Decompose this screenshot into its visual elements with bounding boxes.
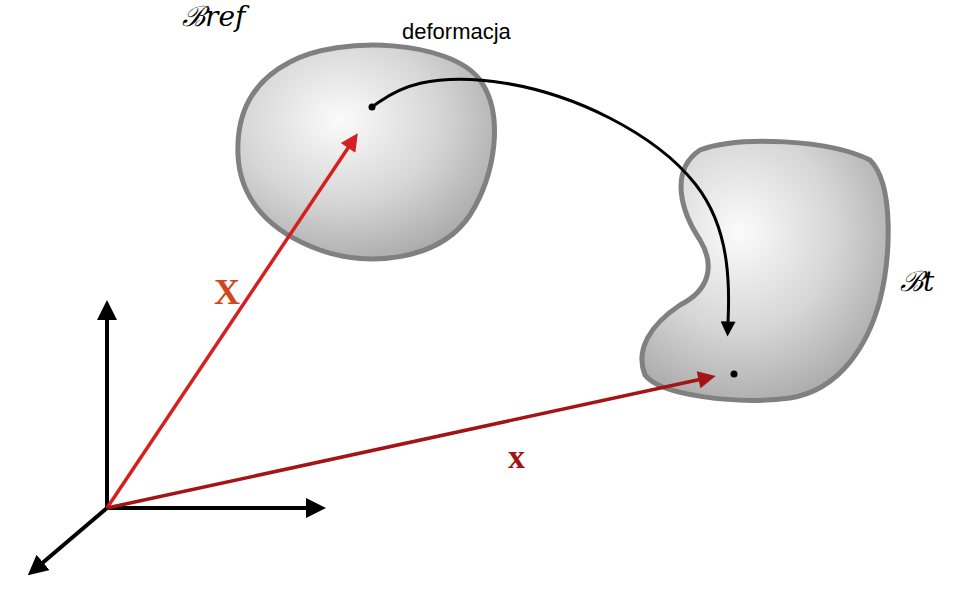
- material-point: [369, 104, 376, 111]
- coordinate-axes: [40, 316, 310, 565]
- blob-outline: [638, 135, 896, 407]
- body-region: ℬt: [638, 135, 896, 407]
- vector-label: X: [214, 274, 240, 310]
- deformation-arrow: [372, 79, 729, 323]
- axis-right: [107, 506, 310, 510]
- configuration-label: ℬt: [900, 267, 934, 298]
- blob-shape: [642, 141, 888, 400]
- configuration-label: ℬref: [182, 2, 245, 33]
- edge-label: deformacja: [402, 20, 511, 44]
- axis-up: [105, 316, 109, 508]
- material-point: [731, 371, 738, 378]
- current-position-vector: [107, 379, 702, 508]
- reference-position-vector: [107, 145, 350, 508]
- axis-diagonal: [40, 508, 107, 565]
- blob-shape: [238, 45, 495, 259]
- body-region: ℬref: [236, 38, 498, 270]
- blob-outline: [236, 38, 498, 270]
- vector-label: x: [508, 440, 525, 474]
